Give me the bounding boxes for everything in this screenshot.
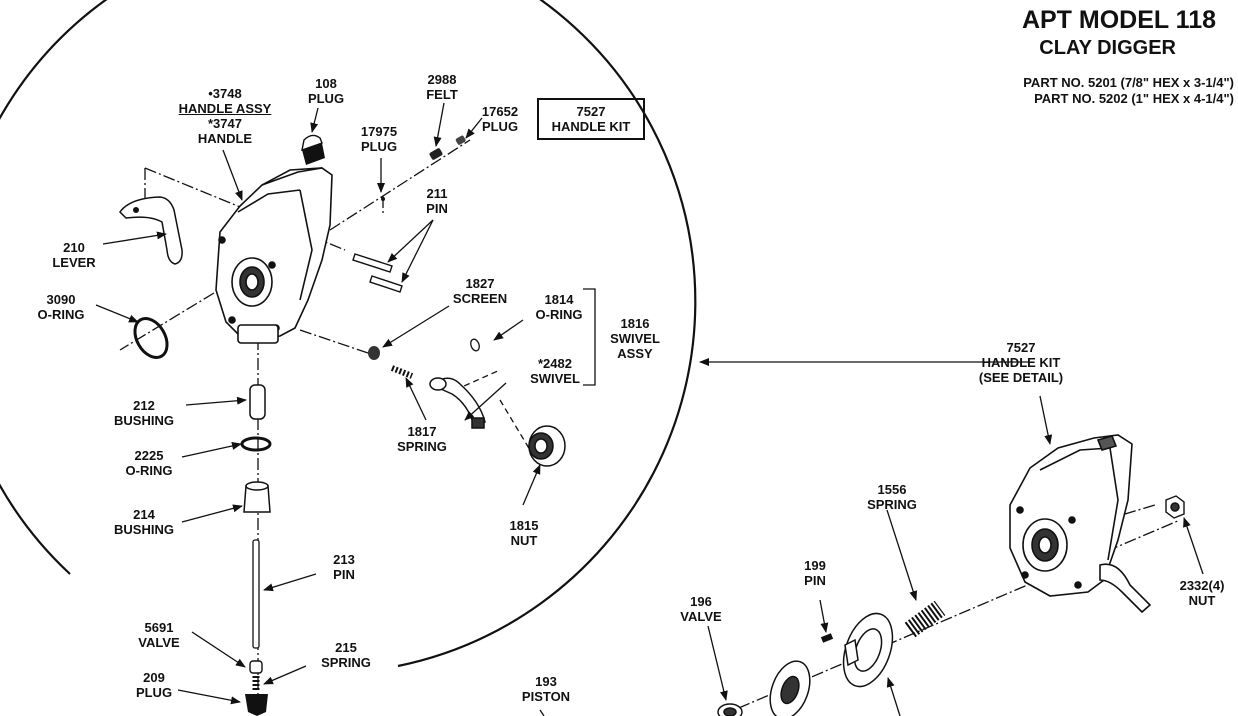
part-number-5201: PART NO. 5201 (7/8" HEX x 3-1/4") [1023, 75, 1234, 90]
handle-kit-box [537, 98, 645, 140]
swivel-part [429, 377, 486, 429]
detail-circle [0, 0, 697, 668]
label-nut-2332: 2332(4)NUT [1179, 578, 1225, 608]
o-ring-3090 [133, 317, 169, 359]
plug-108 [301, 134, 325, 165]
nut-1815 [528, 425, 566, 467]
valve-plate [842, 612, 894, 688]
lever-part [119, 196, 183, 265]
page-title: APT MODEL 118 [1021, 6, 1216, 34]
part-numbers: PART NO. 5201 (7/8" HEX x 3-1/4") PART N… [1023, 75, 1234, 107]
part-number-5202: PART NO. 5202 (1" HEX x 4-1/4") [1034, 91, 1234, 106]
page-subtitle: CLAY DIGGER [1039, 37, 1176, 59]
handle-body-detail [215, 167, 333, 344]
label-handle-assy: •3748 HANDLE ASSY *3747 HANDLE [178, 86, 272, 146]
valve-ring [769, 660, 811, 716]
handle-body-kit [1009, 434, 1152, 614]
